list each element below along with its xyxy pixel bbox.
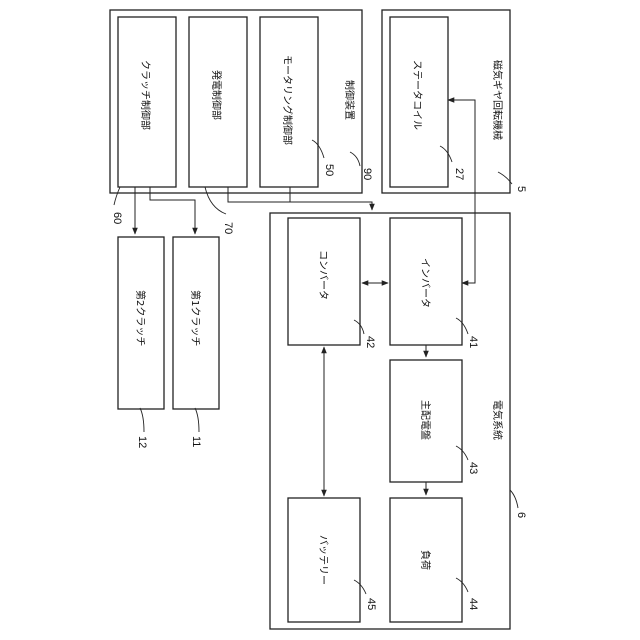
control-device-label: 制御装置 <box>343 80 356 120</box>
power-gen-control-label: 発電制御部 <box>210 70 223 120</box>
main-switchboard-label: 主配電盤 <box>419 400 432 440</box>
power-gen-control-ref: 70 <box>222 222 234 234</box>
battery-ref: 45 <box>365 598 377 610</box>
stator-coil-label: ステータコイル <box>411 60 423 130</box>
motoring-control-ref: 50 <box>323 164 335 176</box>
magnetic-gear-machine-ref: 5 <box>515 186 527 192</box>
clutch-control-label: クラッチ制御部 <box>139 60 152 130</box>
electrical-system-leader <box>510 490 518 508</box>
first-clutch-leader <box>195 408 199 432</box>
converter-label: コンバータ <box>317 250 329 300</box>
second-clutch-leader <box>140 408 144 432</box>
clutch-control-to-first-clutch-arrow <box>150 187 195 234</box>
load-ref: 44 <box>467 598 479 610</box>
inverter-ref: 41 <box>467 336 479 348</box>
electrical-system-label: 電気系統 <box>491 400 504 440</box>
clutch-control-ref: 60 <box>111 212 123 224</box>
power-gen-control-leader <box>205 187 226 214</box>
power-gen-control-signal-arrow <box>228 187 372 210</box>
battery-label: バッテリー <box>317 535 329 585</box>
control-device-ref: 90 <box>361 168 373 180</box>
main-switchboard-ref: 43 <box>467 462 479 474</box>
clutch-control-leader <box>114 187 120 205</box>
inverter-label: インバータ <box>419 258 431 308</box>
first-clutch-ref: 11 <box>190 436 202 447</box>
second-clutch-ref: 12 <box>136 436 148 448</box>
first-clutch-label: 第1クラッチ <box>189 290 202 346</box>
second-clutch-label: 第2クラッチ <box>134 290 147 346</box>
control-device-leader <box>350 152 360 166</box>
converter-ref: 42 <box>364 336 376 348</box>
stator-coil-ref: 27 <box>453 168 465 180</box>
load-label: 負荷 <box>419 550 431 570</box>
electrical-system-ref: 6 <box>515 512 527 518</box>
motoring-control-label: モータリング制御部 <box>281 55 294 145</box>
magnetic-gear-machine-label: 磁気ギヤ回転機械 <box>491 60 504 140</box>
